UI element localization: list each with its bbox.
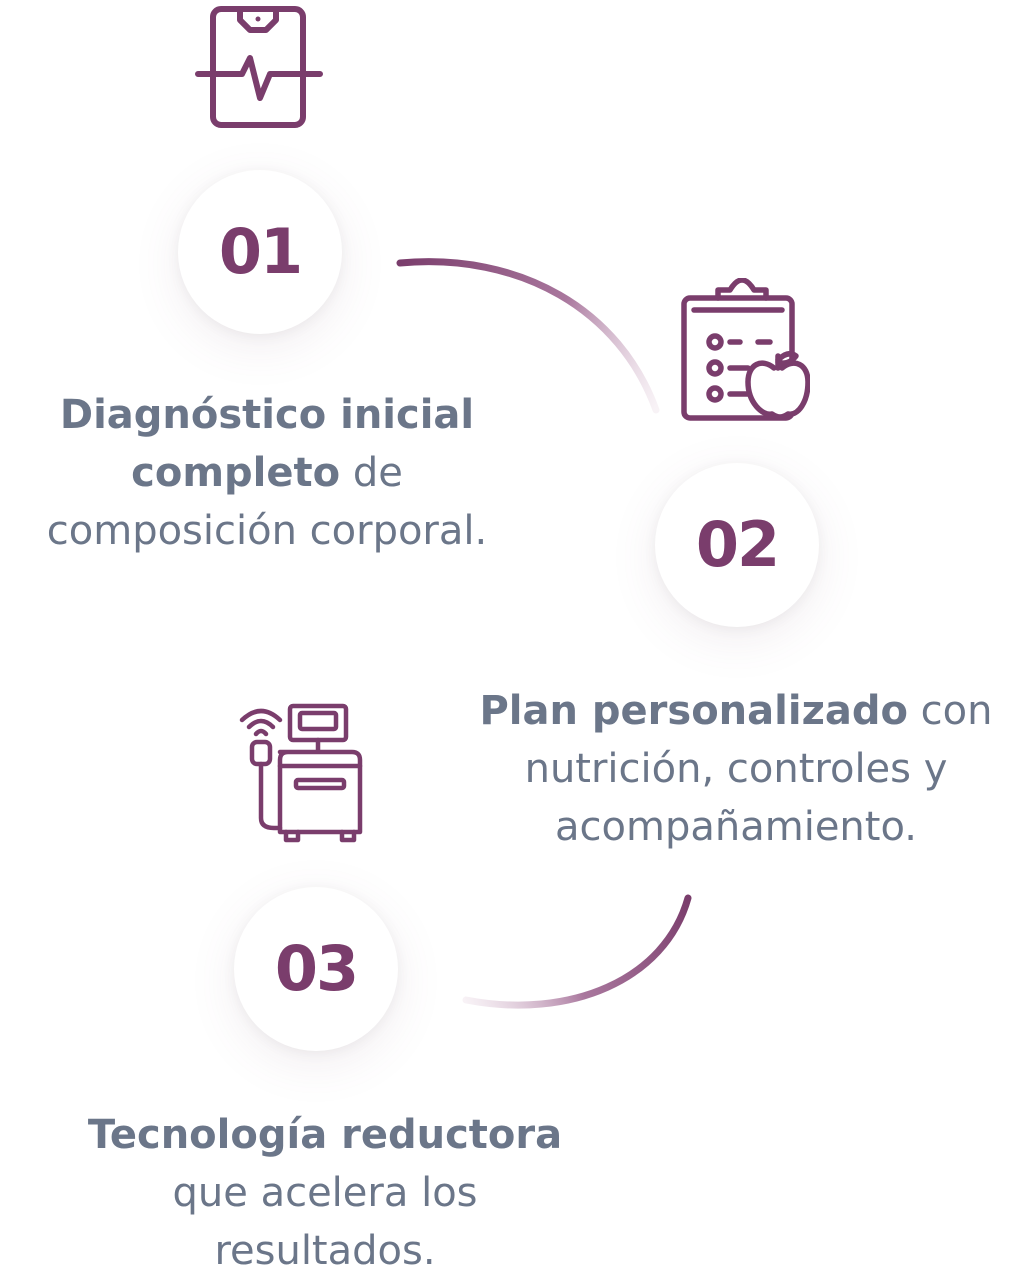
step-1-line-1: Diagnóstico inicial [59, 392, 475, 438]
step-3-line-2: que acelera los [172, 1170, 478, 1216]
step-3-number: 03 [274, 932, 359, 1005]
connector-arc-2-to-3 [462, 894, 692, 1009]
step-1-line-2: completo de [131, 450, 403, 496]
connector-arc-1-to-2 [396, 258, 660, 414]
step-2-number: 02 [695, 508, 780, 581]
step-3-line-1: Tecnología reductora [87, 1112, 563, 1158]
step-1-number: 01 [218, 215, 303, 288]
step-3-line-3: resultados. [214, 1228, 436, 1274]
body-contouring-device-icon [234, 700, 366, 848]
nutrition-checklist-apple-icon [678, 278, 810, 424]
medical-clipboard-heartbeat-icon [194, 4, 324, 128]
step-3-number-badge: 03 [234, 887, 398, 1051]
step-2-number-badge: 02 [655, 463, 819, 627]
step-2-line-2: nutrición, controles y [524, 746, 948, 792]
step-1-number-badge: 01 [178, 170, 342, 334]
step-2-line-3: acompañamiento. [555, 804, 917, 850]
step-2-line-1: Plan personalizado con [479, 688, 993, 734]
step-1-line-3: composición corporal. [46, 508, 488, 554]
step-3-description: Tecnología reductora que acelera los res… [40, 1106, 610, 1280]
step-2-description: Plan personalizado con nutrición, contro… [446, 682, 1026, 856]
step-1-description: Diagnóstico inicial completo de composic… [0, 386, 534, 560]
